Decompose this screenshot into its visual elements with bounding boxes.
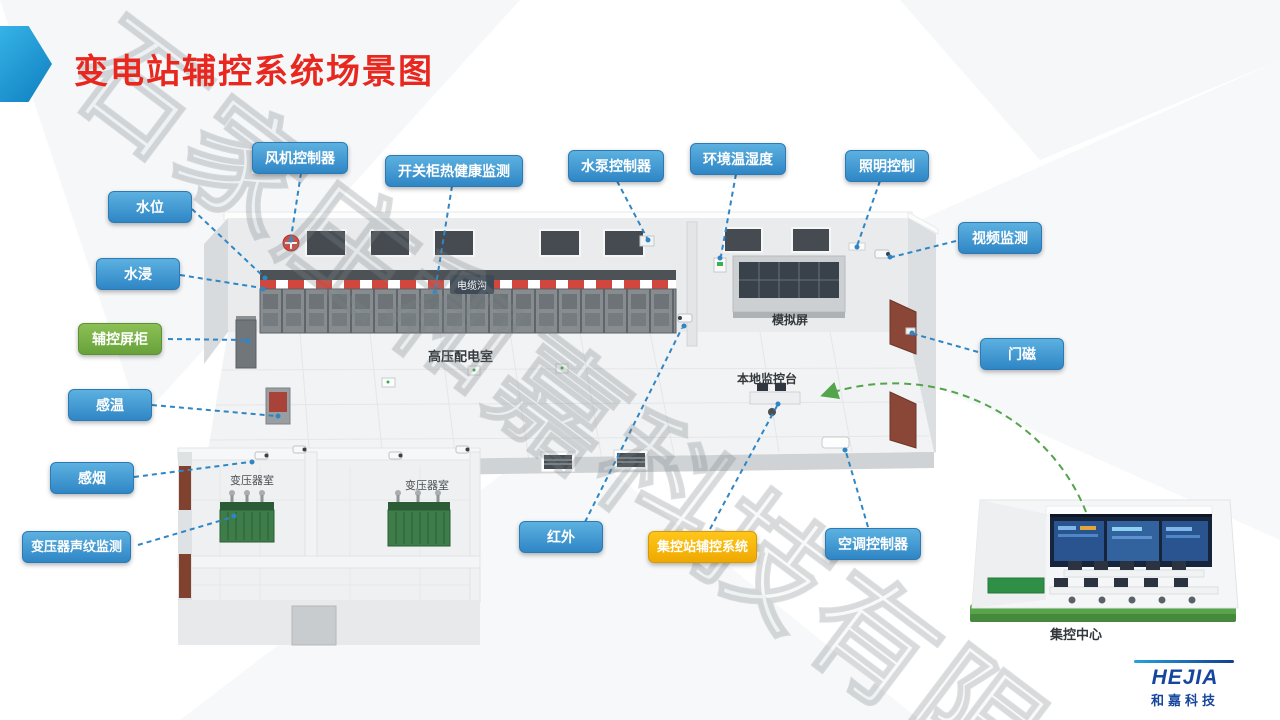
label-cable-trench: 电缆沟 xyxy=(450,275,494,294)
callout-door-magnet: 门磁 xyxy=(980,338,1064,370)
callout-smoke-sensing: 感烟 xyxy=(50,462,134,494)
callout-lighting-control: 照明控制 xyxy=(845,150,929,182)
control-center-link-arrow xyxy=(820,382,1087,513)
callout-connectors xyxy=(133,172,979,546)
callout-video-monitoring: 视频监测 xyxy=(958,222,1042,254)
ac-unit-icon xyxy=(821,436,850,449)
camera-icon xyxy=(254,445,470,460)
label-hv-room: 高压配电室 xyxy=(428,349,494,364)
callout-water-flood: 水浸 xyxy=(96,258,180,290)
callout-infrared: 红外 xyxy=(519,521,603,553)
simulation-screen xyxy=(732,255,846,318)
logo-subtitle: 和嘉科技 xyxy=(1150,693,1219,709)
label-control-center: 集控中心 xyxy=(1049,627,1102,642)
label-local-console: 本地监控台 xyxy=(737,372,798,386)
local-console-desk xyxy=(749,383,801,416)
callout-pump-controller: 水泵控制器 xyxy=(568,150,664,182)
vent-grille-icon xyxy=(540,449,649,473)
substation-building xyxy=(204,211,939,478)
callout-temperature-sensing: 感温 xyxy=(68,389,152,421)
callout-aux-panel-cabinet: 辅控屏柜 xyxy=(78,323,162,355)
transformer-icon xyxy=(387,490,451,547)
label-sim-screen: 模拟屏 xyxy=(772,313,809,327)
connector-endpoints xyxy=(231,237,915,519)
transformer-icon xyxy=(219,490,275,543)
logo-divider xyxy=(1134,660,1234,663)
callout-control-station-system: 集控站辅控系统 xyxy=(648,531,758,563)
company-logo: HEJIA 和嘉科技 xyxy=(1134,660,1236,709)
callout-fan-controller: 风机控制器 xyxy=(252,142,348,174)
door-icon xyxy=(179,466,191,598)
callout-env-temp-humidity: 环境温湿度 xyxy=(690,143,786,175)
callout-switchgear-thermal: 开关柜热健康监测 xyxy=(385,155,523,187)
label-transformer-room-left: 变压器室 xyxy=(230,475,274,487)
camera-icon xyxy=(874,249,890,259)
camera-icon xyxy=(677,313,693,323)
window-icon xyxy=(305,227,831,257)
page-title: 变电站辅控系统场景图 xyxy=(74,53,434,91)
callout-transformer-voiceprint: 变压器声纹监测 xyxy=(22,531,132,563)
logo-name: HEJIA xyxy=(1151,666,1219,689)
transformer-annex xyxy=(177,445,481,646)
floor-sensor-icon xyxy=(381,363,569,388)
label-transformer-room-right: 变压器室 xyxy=(405,480,449,492)
control-center-render xyxy=(970,499,1239,622)
callout-water-level: 水位 xyxy=(108,191,192,223)
callout-ac-controller: 空调控制器 xyxy=(825,528,921,560)
aux-cabinet-icon xyxy=(235,316,291,425)
